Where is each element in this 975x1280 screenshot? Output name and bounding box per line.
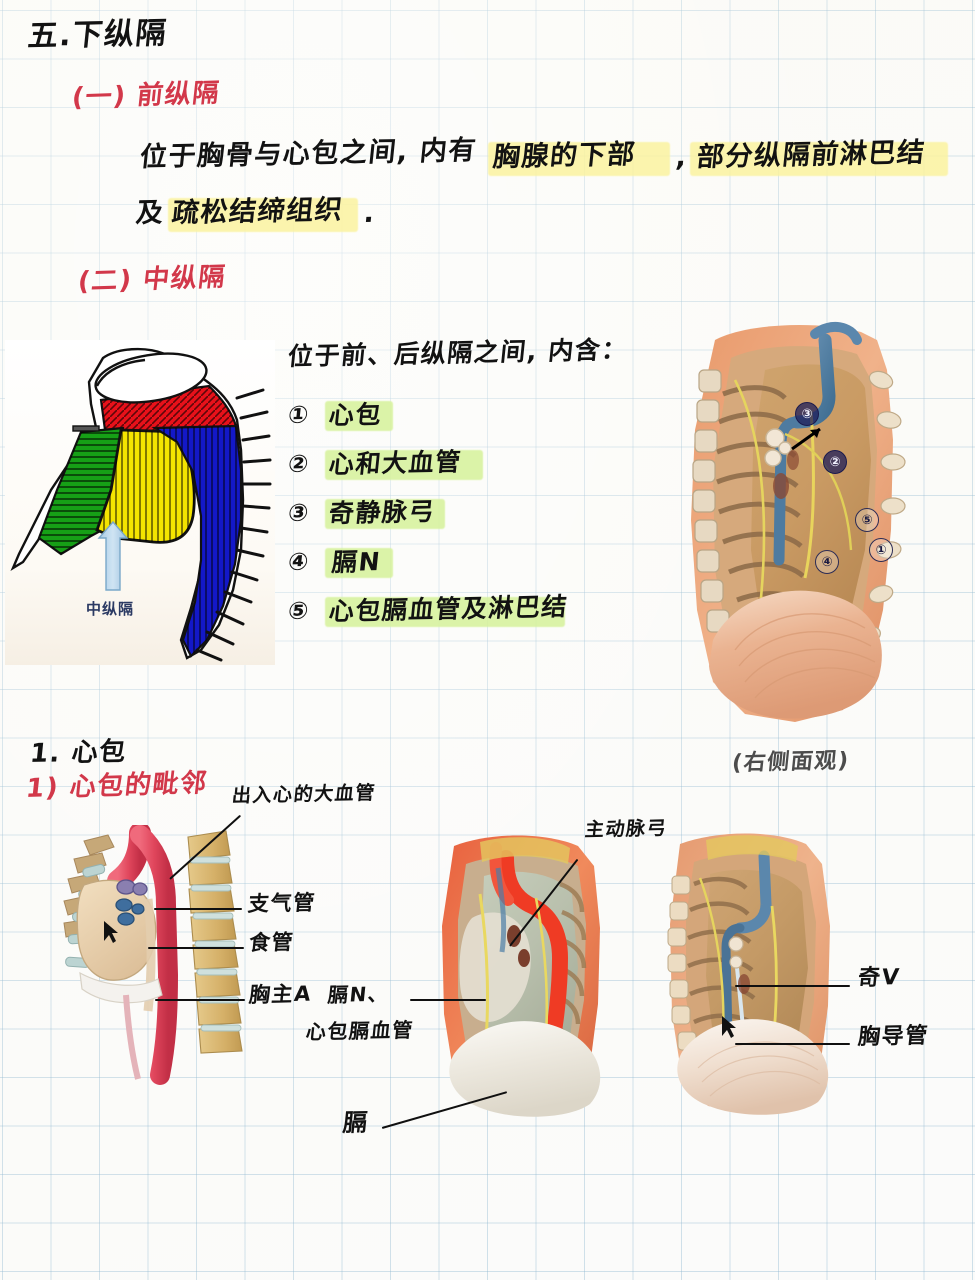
list-item-number-5: ⑤ bbox=[286, 596, 312, 625]
highlight-anterior-mediastinal-nodes bbox=[690, 142, 948, 176]
section-heading-pericardium: 1. 心包 bbox=[28, 736, 129, 769]
schematic-arrow-label: 中纵隔 bbox=[86, 600, 135, 618]
list-item-label-4: 膈N bbox=[330, 546, 383, 577]
leader-line-thoracic-aorta bbox=[155, 999, 245, 1002]
list-item-label-2: 心和大血管 bbox=[327, 447, 464, 479]
highlight-item-1 bbox=[325, 401, 393, 431]
photo-marker-4: ④ bbox=[815, 550, 839, 574]
leader-line-phrenic-nerve bbox=[410, 999, 486, 1002]
photo-marker-2: ② bbox=[823, 450, 847, 474]
leader-line-thoracic-duct bbox=[735, 1043, 850, 1046]
left-lateral-mediastinum-photo bbox=[410, 828, 625, 1118]
section-heading-middle-mediastinum: (二) 中纵隔 bbox=[76, 262, 228, 297]
highlight-thymus-lower bbox=[488, 142, 670, 176]
list-item-label-3: 奇静脉弓 bbox=[327, 496, 437, 528]
body-text-anterior-line2-b: 疏松结缔组织 bbox=[170, 194, 346, 229]
body-text-anterior-line1-d: 部分纵隔前淋巴结 bbox=[695, 137, 928, 173]
pericardium-adjacency-photo bbox=[62, 825, 262, 1090]
section-heading-anterior-mediastinum: (一) 前纵隔 bbox=[70, 78, 222, 113]
body-text-anterior-line1-b: 胸腺的下部 bbox=[491, 139, 638, 173]
mediastinum-color-schematic bbox=[5, 340, 275, 665]
highlight-loose-connective-tissue bbox=[168, 198, 358, 232]
subheading-pericardium-adjacency: 1) 心包的毗邻 bbox=[24, 768, 210, 804]
photo-arrow-annotation bbox=[791, 427, 821, 451]
right-lateral-caption: (右侧面观) bbox=[730, 748, 851, 776]
label-diaphragm: 膈 bbox=[341, 1108, 371, 1137]
list-item-label-5: 心包膈血管及淋巴结 bbox=[327, 592, 570, 626]
right-lateral-mediastinum-photo: ③ ② ⑤ ① ④ bbox=[665, 310, 955, 745]
page-title: 五.下纵隔 bbox=[26, 16, 170, 54]
label-pericardiacophrenic-vessels: 心包膈血管 bbox=[304, 1017, 415, 1044]
list-item-number-1: ① bbox=[286, 400, 312, 429]
leader-line-esophagus bbox=[148, 947, 244, 950]
highlight-item-5 bbox=[325, 597, 565, 627]
photo-marker-1: ① bbox=[869, 538, 893, 562]
list-item-number-3: ③ bbox=[286, 498, 312, 527]
label-bronchus: 支气管 bbox=[246, 890, 317, 916]
leader-line-bronchus bbox=[154, 908, 242, 911]
label-phrenic-nerve: 膈N、 bbox=[326, 981, 391, 1007]
highlight-item-3 bbox=[325, 499, 445, 529]
label-thoracic-duct: 胸导管 bbox=[856, 1023, 931, 1050]
photo-marker-5: ⑤ bbox=[855, 508, 879, 532]
right-lateral-lower-photo bbox=[640, 828, 855, 1118]
list-item-number-2: ② bbox=[286, 449, 312, 478]
label-thoracic-aorta: 胸主A bbox=[247, 981, 314, 1007]
highlight-item-4 bbox=[325, 548, 393, 578]
highlight-item-2 bbox=[325, 450, 483, 480]
list-item-label-1: 心包 bbox=[327, 399, 384, 430]
leader-line-azygos-vein bbox=[735, 985, 850, 988]
label-great-vessels: 出入心的大血管 bbox=[230, 781, 378, 807]
label-azygos-vein: 奇V bbox=[856, 965, 902, 991]
body-text-anterior-line2-a: 及 bbox=[134, 197, 167, 229]
label-esophagus: 食管 bbox=[247, 930, 296, 955]
list-item-number-4: ④ bbox=[286, 547, 312, 576]
photo-marker-3: ③ bbox=[795, 402, 819, 426]
